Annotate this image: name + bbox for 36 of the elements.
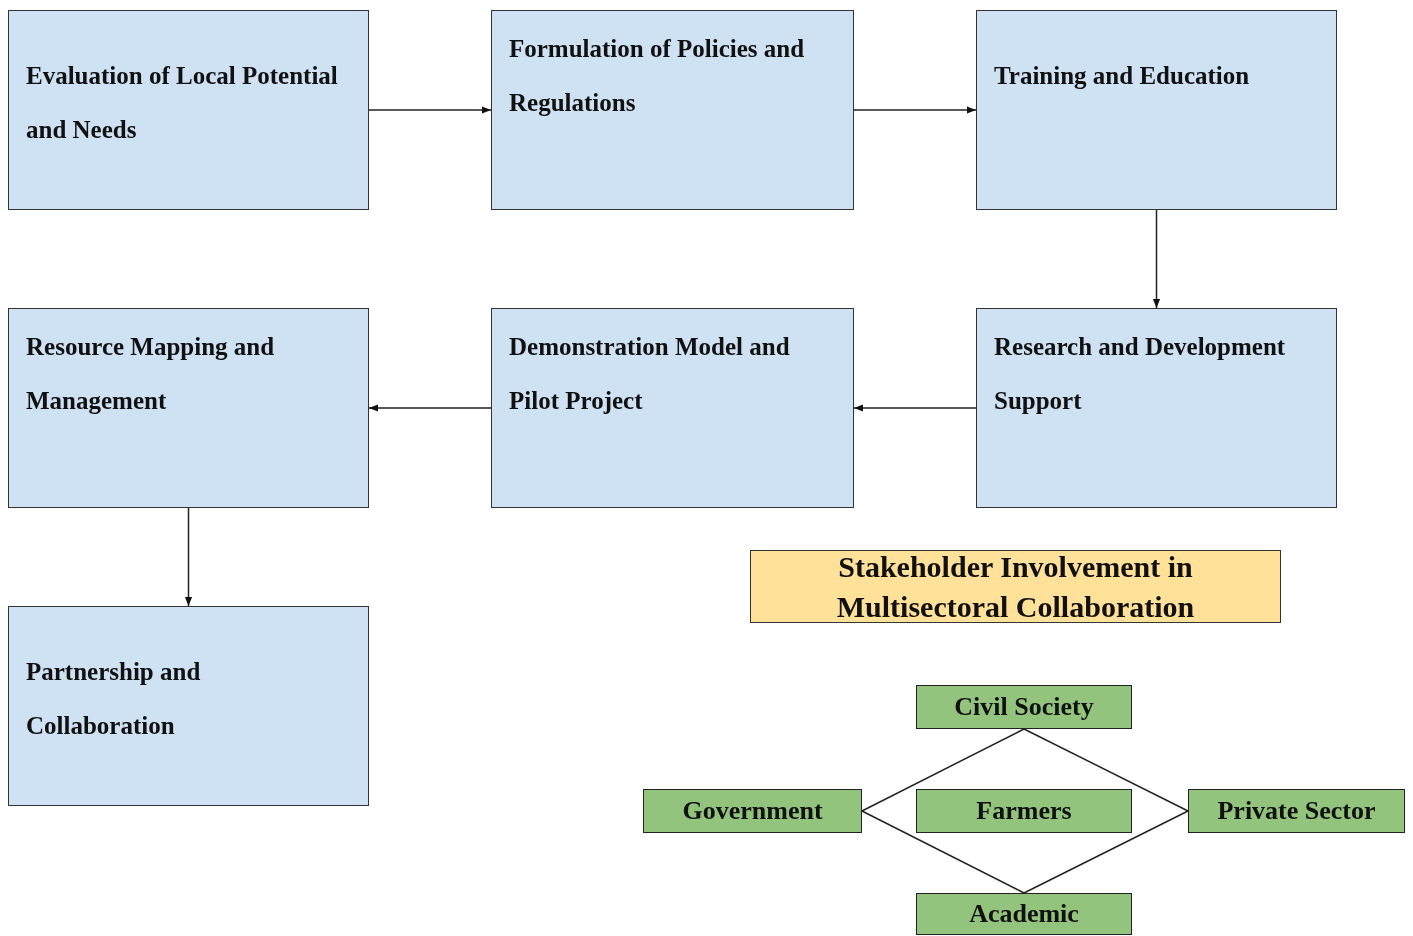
box-label: Civil Society [954, 692, 1094, 722]
process-box [976, 308, 1337, 508]
process-box [8, 10, 369, 210]
arrow [853, 106, 977, 114]
arrow [184, 507, 193, 607]
connector-line [1023, 810, 1189, 894]
stakeholder-box [1188, 789, 1405, 833]
box-label: Stakeholder Involvement in Multisectoral Collaboration [835, 548, 1196, 625]
arrow [368, 106, 492, 114]
connector-line [861, 810, 1025, 894]
process-box [491, 10, 854, 210]
box-label: Academic [969, 899, 1079, 929]
box-label: Government [682, 796, 823, 826]
box-label: Formulation of Policies and Regulations [509, 34, 806, 118]
arrow [1152, 209, 1161, 309]
stakeholder-box [916, 685, 1132, 729]
box-label: Research and Development Support [994, 332, 1287, 416]
box-label: Partnership and Collaboration [26, 657, 202, 741]
box-label: Resource Mapping and Management [26, 332, 276, 416]
connector-line [1023, 728, 1189, 812]
box-label: Training and Education [994, 61, 1251, 91]
heading-box [750, 550, 1281, 623]
box-label: Farmers [976, 796, 1072, 826]
process-box [976, 10, 1337, 210]
box-label: Evaluation of Local Potential and Needs [26, 61, 339, 145]
box-label: Private Sector [1217, 796, 1376, 826]
stakeholder-box [643, 789, 862, 833]
arrow [853, 404, 977, 412]
process-box [8, 308, 369, 508]
stakeholder-box [916, 893, 1132, 935]
box-label: Demonstration Model and Pilot Project [509, 332, 791, 416]
process-box [491, 308, 854, 508]
connector-line [861, 728, 1025, 812]
stakeholder-box [916, 789, 1132, 833]
process-box [8, 606, 369, 806]
arrow [368, 404, 492, 412]
